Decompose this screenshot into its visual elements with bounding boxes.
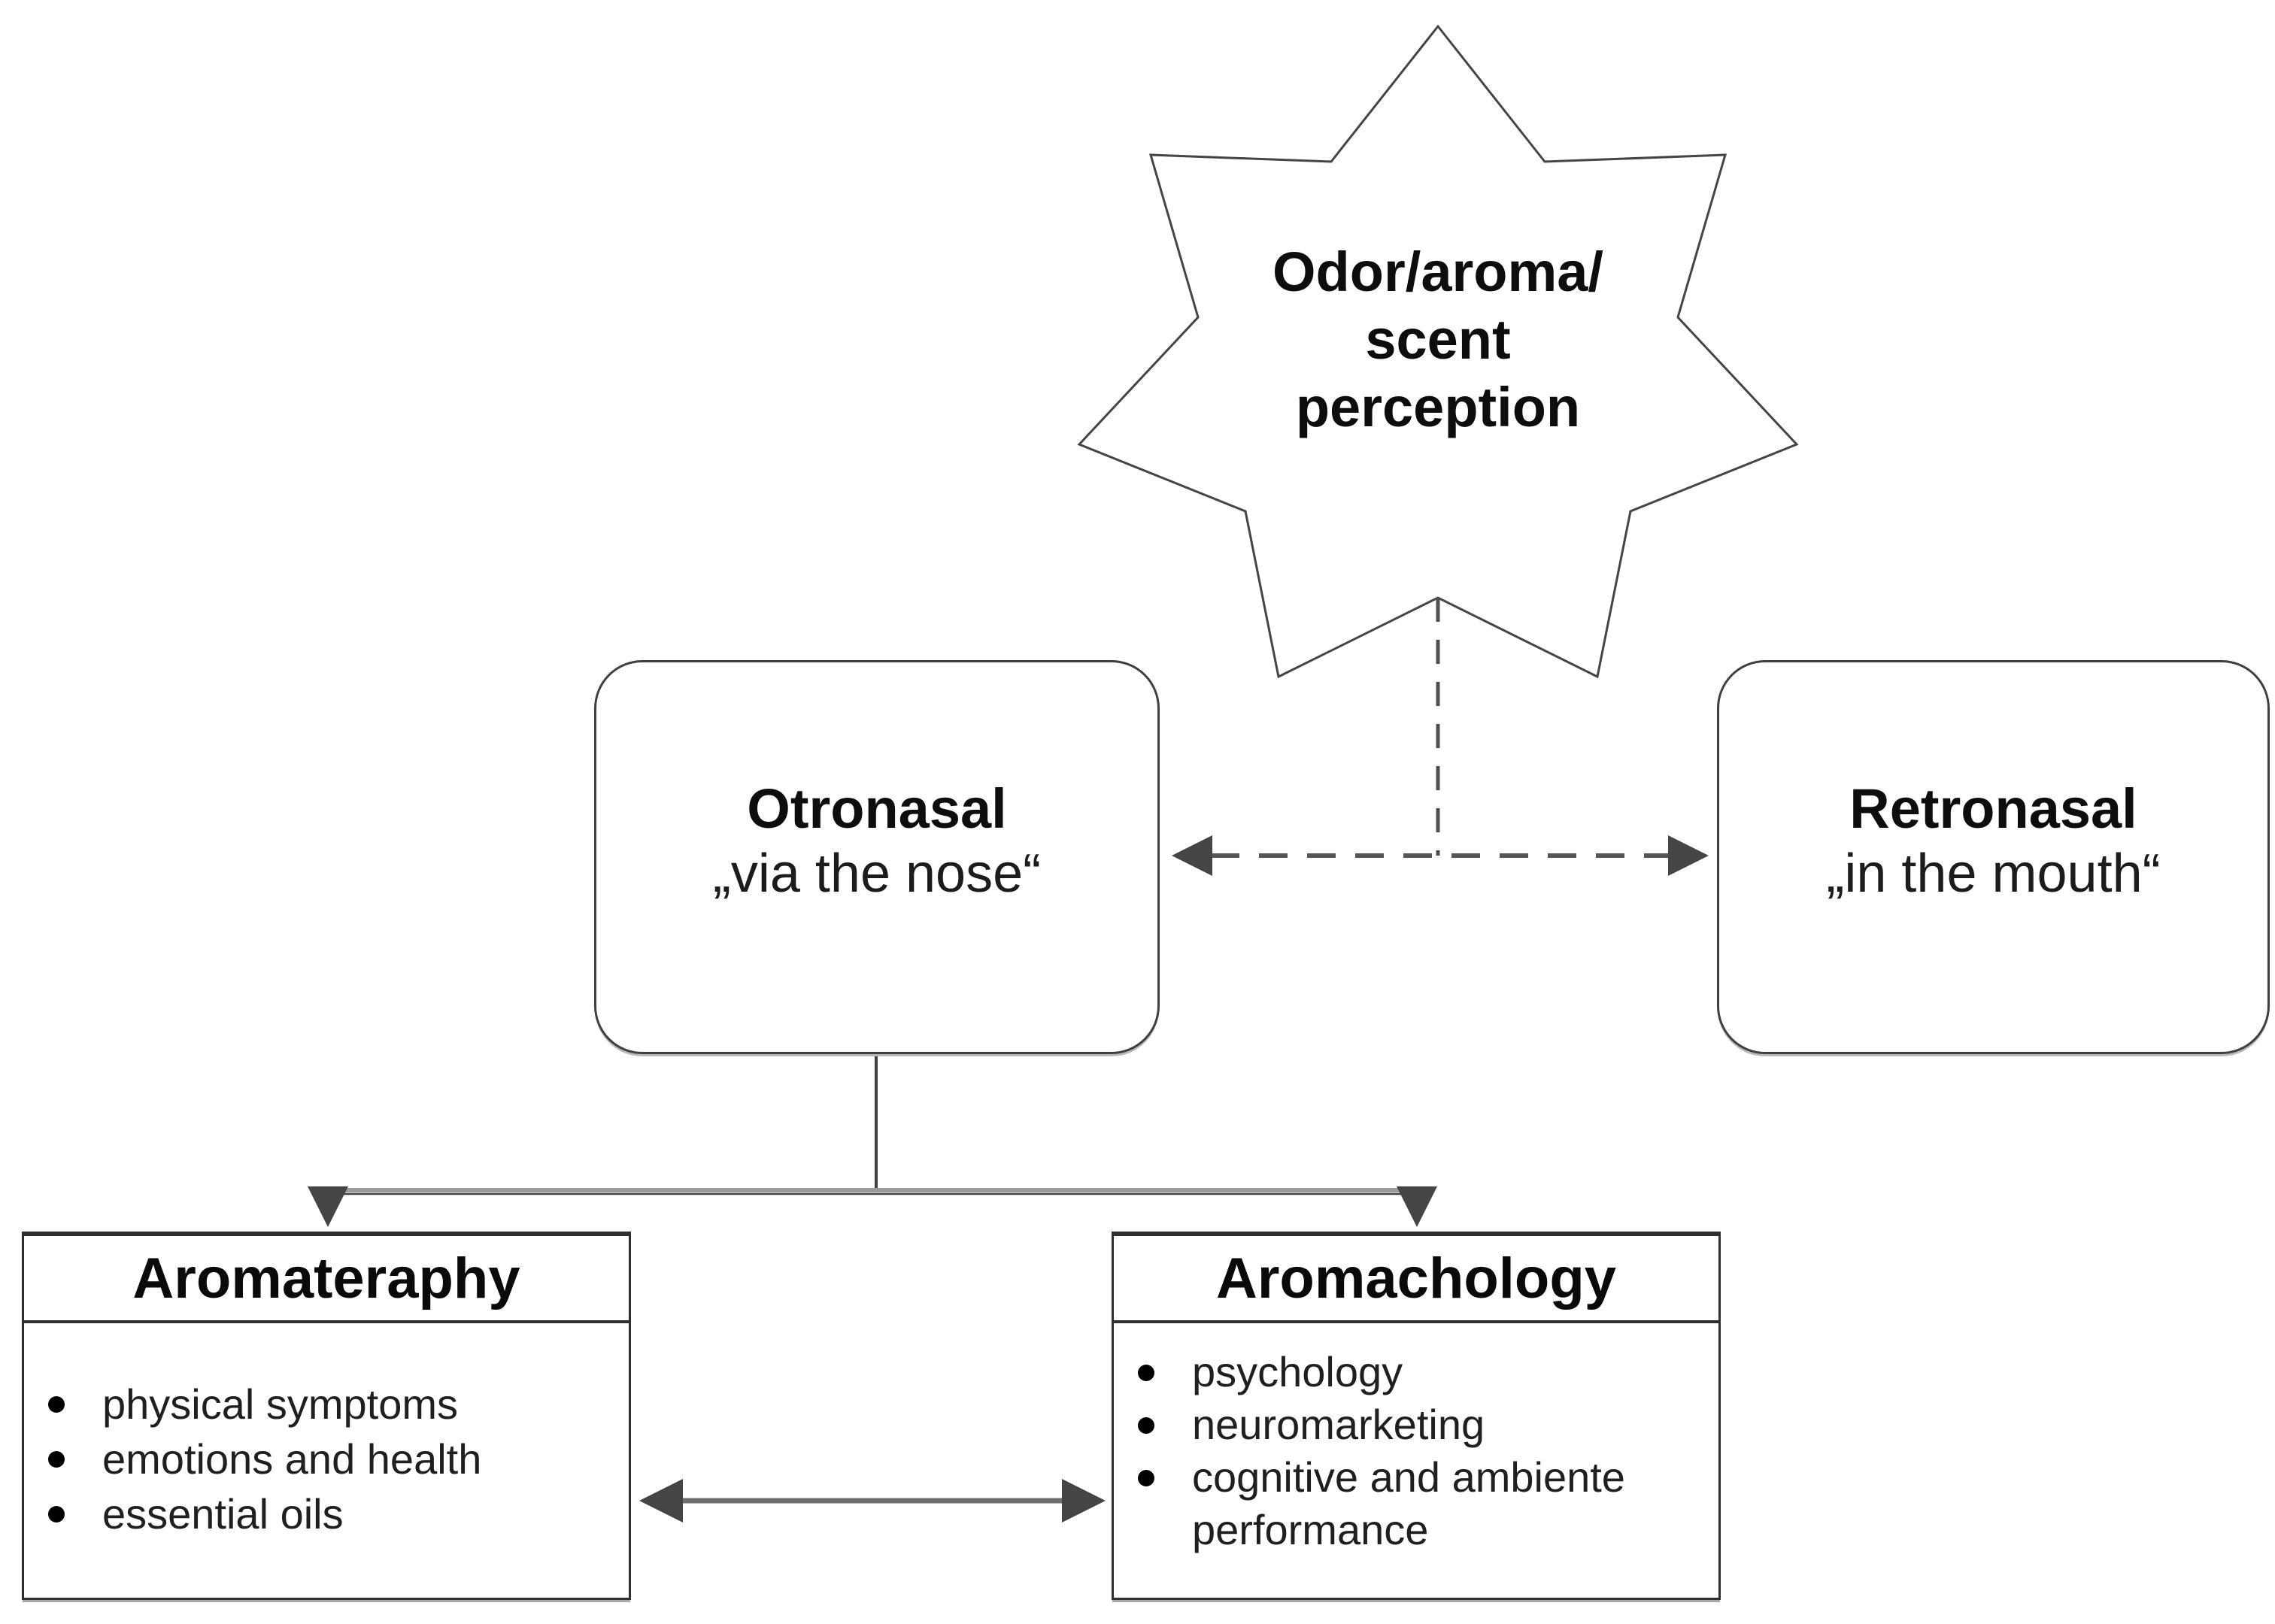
- aromachology-header: Aromachology: [1114, 1236, 1718, 1323]
- bullet-item: cognitive and ambiente performance: [1114, 1451, 1673, 1556]
- arrowhead-down-right-icon: [1397, 1186, 1437, 1227]
- arrowhead-right-icon: [1668, 835, 1709, 876]
- star-label-line3: perception: [1295, 376, 1581, 438]
- arrowhead-down-left-icon: [308, 1186, 348, 1227]
- bullet-item: physical symptoms: [24, 1377, 584, 1432]
- bullet-item: neuromarketing: [1114, 1398, 1673, 1451]
- otronasal-box: Otronasal „via the nose“: [594, 660, 1160, 1054]
- star-label: Odor/aroma/ scent perception: [1100, 238, 1776, 441]
- bullet-item: essential oils: [24, 1487, 584, 1541]
- retronasal-subtitle: „in the mouth“: [1826, 844, 2161, 904]
- otronasal-title: Otronasal: [747, 777, 1007, 840]
- aromatherapy-title: Aromateraphy: [132, 1246, 520, 1310]
- double-arrow-right-icon: [1062, 1479, 1106, 1522]
- retronasal-box: Retronasal „in the mouth“: [1717, 660, 2270, 1054]
- star-label-line1: Odor/aroma/: [1272, 241, 1603, 303]
- arrowhead-left-icon: [1172, 835, 1212, 876]
- retronasal-title: Retronasal: [1849, 777, 2137, 840]
- bullet-item: psychology: [1114, 1346, 1673, 1398]
- double-arrow-left-icon: [639, 1479, 683, 1522]
- bullet-item: emotions and health: [24, 1432, 584, 1486]
- aromachology-title: Aromachology: [1215, 1246, 1617, 1310]
- aromatherapy-header: Aromateraphy: [24, 1236, 629, 1323]
- otronasal-subtitle: „via the nose“: [712, 844, 1042, 904]
- star-label-line2: scent: [1365, 308, 1511, 371]
